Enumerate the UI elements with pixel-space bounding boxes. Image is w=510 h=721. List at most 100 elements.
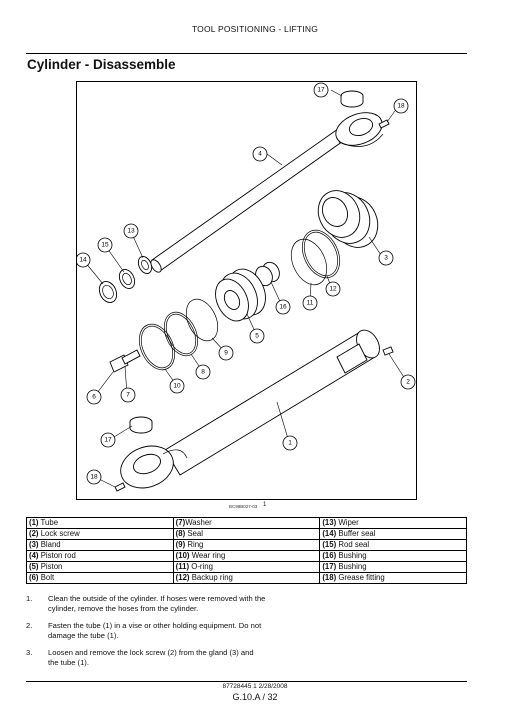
table-row: (5) Piston (11) O-ring (17) Bushing (26, 561, 467, 573)
procedure-step: 2. Fasten the tube (1) in a vise or othe… (26, 621, 266, 641)
procedure-step: 3. Loosen and remove the lock screw (2) … (26, 648, 266, 668)
footer-rule (26, 681, 467, 682)
callout-10: 10 (169, 378, 185, 394)
cylinder-exploded-drawing: 17 18 4 13 15 14 3 12 11 16 5 9 8 10 7 6… (77, 82, 416, 492)
table-cell: (6) Bolt (26, 572, 174, 584)
table-cell: (15) Rod seal (319, 539, 467, 551)
table-row: (6) Bolt (12) Backup ring (18) Grease fi… (26, 572, 467, 584)
table-cell: (12) Backup ring (172, 572, 321, 584)
header-rule (26, 53, 467, 54)
table-cell: (11) O-ring (172, 561, 321, 573)
table-cell: (13) Wiper (319, 517, 467, 529)
callout-3: 3 (378, 250, 394, 266)
lock-screw-drawing (382, 346, 394, 356)
table-cell: (7)Washer (172, 517, 321, 529)
callout-2: 2 (400, 374, 416, 390)
table-row: (4) Piston rod (10) Wear ring (16) Bushi… (26, 550, 467, 562)
svg-text:10: 10 (173, 383, 181, 390)
callout-1: 1 (282, 435, 298, 451)
svg-text:13: 13 (127, 228, 135, 235)
callout-16: 16 (275, 299, 291, 315)
callout-9: 9 (218, 345, 234, 361)
step-number: 1. (26, 594, 33, 603)
table-cell: (16) Bushing (319, 550, 467, 562)
svg-text:7: 7 (126, 392, 130, 399)
step-text: Clean the outside of the cylinder. If ho… (48, 594, 266, 613)
svg-text:3: 3 (384, 255, 388, 262)
svg-text:17: 17 (104, 437, 112, 444)
table-cell: (2) Lock screw (26, 528, 174, 540)
table-row: (1) Tube (7)Washer (13) Wiper (26, 517, 467, 529)
callout-18-bottom: 18 (86, 469, 102, 485)
callout-15: 15 (97, 237, 113, 253)
o-ring-drawing (290, 238, 328, 286)
ring-drawing (185, 298, 219, 342)
callout-11: 11 (302, 295, 318, 311)
svg-text:15: 15 (101, 242, 109, 249)
callout-7: 7 (120, 387, 136, 403)
svg-text:12: 12 (329, 286, 337, 293)
figure-number: 1 (263, 502, 267, 508)
section-header: TOOL POSITIONING - LIFTING (191, 24, 319, 34)
svg-text:2: 2 (406, 379, 410, 386)
table-cell: (1) Tube (26, 517, 174, 529)
step-number: 2. (26, 621, 33, 630)
table-cell: (4) Piston rod (26, 550, 174, 562)
callout-8: 8 (195, 364, 211, 380)
document-number: 87728445 1 2/28/2008 (222, 683, 288, 690)
callout-17-bottom: 17 (100, 432, 116, 448)
callout-13: 13 (123, 223, 139, 239)
bolt-drawing (109, 349, 141, 373)
svg-text:16: 16 (279, 304, 287, 311)
grease-fitting-bottom-drawing (114, 482, 126, 492)
svg-text:18: 18 (90, 474, 98, 481)
tube-drawing (120, 329, 380, 489)
grease-fitting-top-drawing (378, 119, 390, 129)
callout-17-top: 17 (313, 82, 329, 98)
callout-18-top: 18 (393, 98, 409, 114)
table-cell: (18) Grease fitting (319, 572, 467, 584)
table-cell: (14) Buffer seal (319, 528, 467, 540)
step-text: Fasten the tube (1) in a vise or other h… (48, 621, 262, 640)
table-cell: (5) Piston (26, 561, 174, 573)
piston-rod-drawing (150, 112, 384, 273)
svg-text:5: 5 (255, 333, 259, 340)
table-cell: (3) Bland (26, 539, 174, 551)
table-row: (2) Lock screw (8) Seal (14) Buffer seal (26, 528, 467, 540)
page-title: Cylinder - Disassemble (27, 57, 176, 72)
table-cell: (17) Bushing (319, 561, 467, 573)
table-cell: (9) Ring (172, 539, 321, 551)
parts-legend-table: (1) Tube (7)Washer (13) Wiper (2) Lock s… (26, 517, 467, 584)
svg-text:18: 18 (397, 103, 405, 110)
figure-code: BC98B027-03 (229, 504, 258, 509)
callout-6: 6 (86, 389, 102, 405)
table-row: (3) Bland (9) Ring (15) Rod seal (26, 539, 467, 551)
gland-drawing (317, 190, 379, 248)
bushing-top-drawing (340, 90, 364, 108)
table-cell: (8) Seal (172, 528, 321, 540)
svg-text:9: 9 (224, 350, 228, 357)
table-cell: (10) Wear ring (172, 550, 321, 562)
svg-text:11: 11 (307, 300, 314, 307)
procedure-steps: 1. Clean the outside of the cylinder. If… (26, 594, 266, 675)
piston-drawing (215, 268, 266, 322)
procedure-step: 1. Clean the outside of the cylinder. If… (26, 594, 266, 614)
page-number: G.10.A / 32 (232, 692, 278, 702)
backup-ring-drawing (301, 229, 341, 279)
svg-text:4: 4 (258, 151, 262, 158)
callout-14: 14 (77, 252, 91, 268)
svg-text:1: 1 (288, 440, 292, 447)
wear-ring-drawing (138, 323, 176, 371)
callout-12: 12 (325, 281, 341, 297)
wiper-drawing (137, 256, 153, 274)
buffer-seal-drawing (98, 281, 118, 303)
step-text: Loosen and remove the lock screw (2) fro… (48, 648, 254, 667)
callout-4: 4 (252, 146, 268, 162)
svg-text:14: 14 (79, 257, 87, 264)
svg-text:17: 17 (317, 87, 325, 94)
step-number: 3. (26, 648, 33, 657)
svg-text:6: 6 (92, 394, 96, 401)
svg-text:8: 8 (201, 369, 205, 376)
bushing-bottom-drawing (129, 416, 153, 434)
callout-5: 5 (249, 328, 265, 344)
